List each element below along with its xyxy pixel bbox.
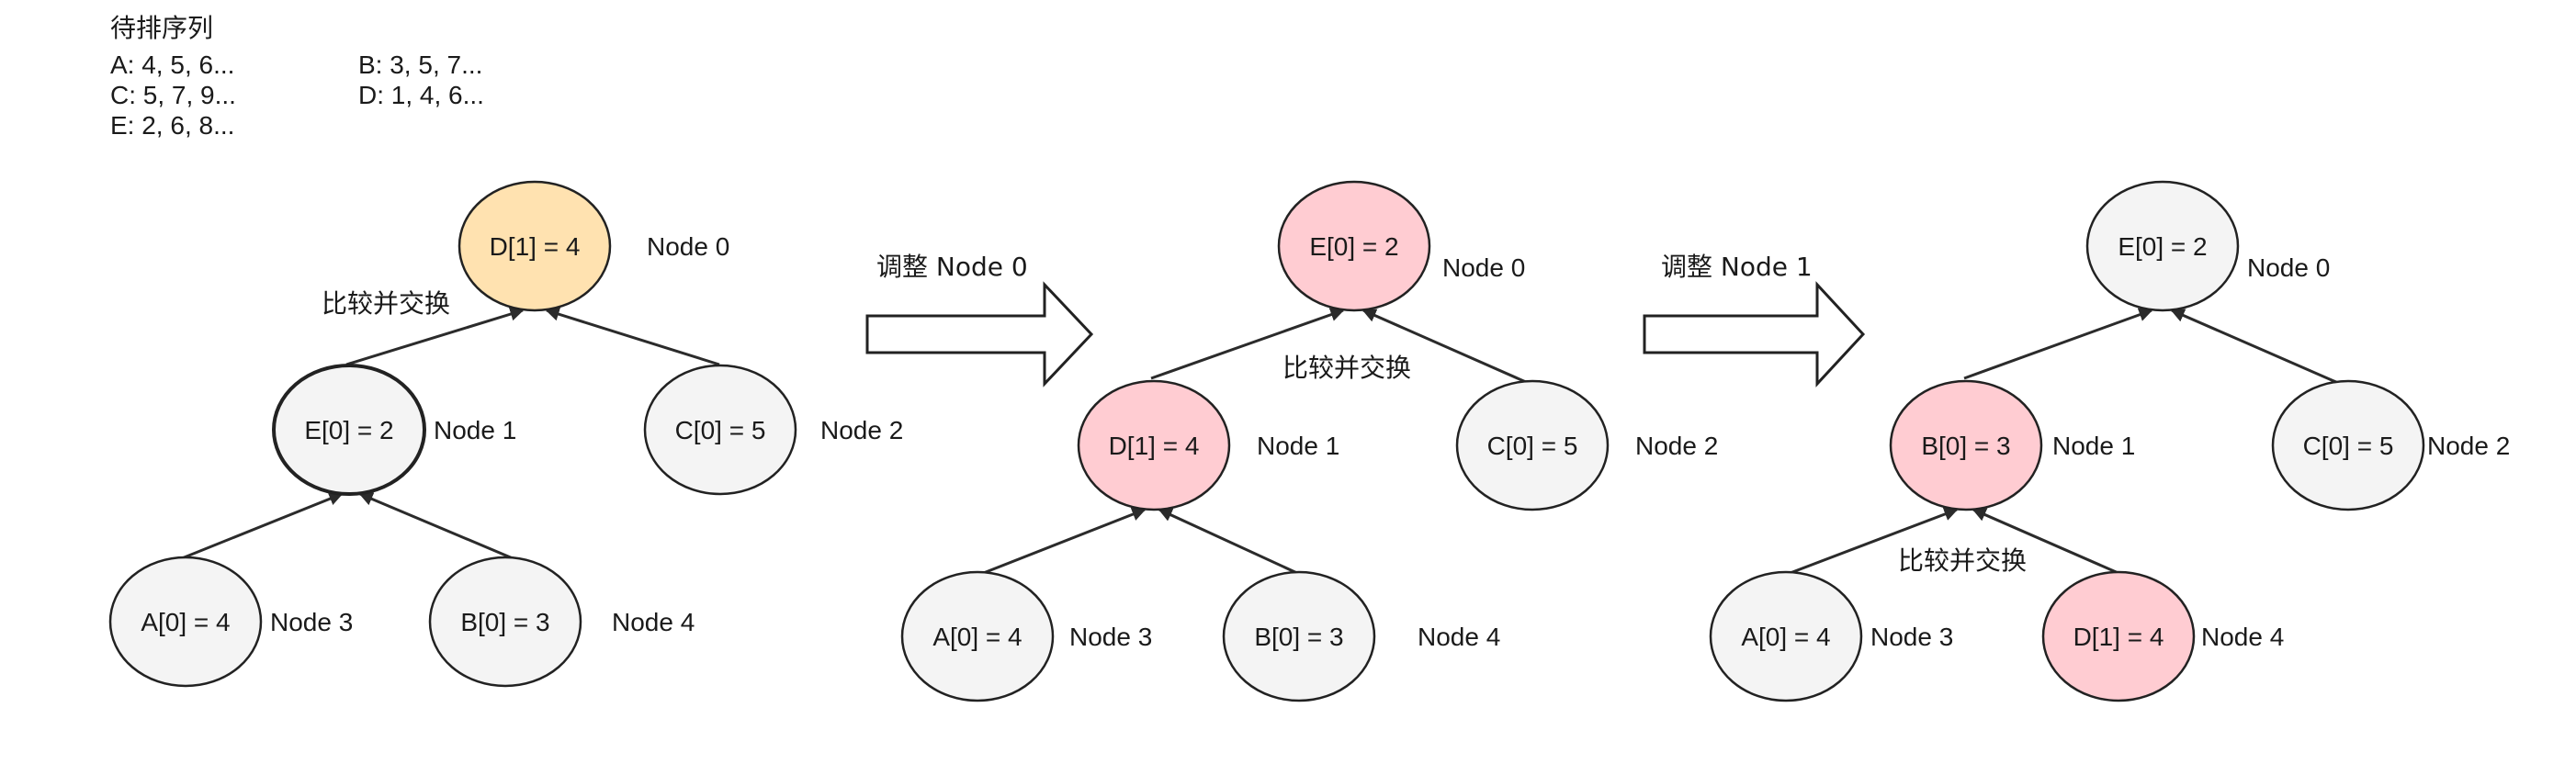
tree2-node-4-label: Node 4 — [1418, 623, 1500, 651]
step-arrow-1: 调整 Node 0 — [865, 252, 1094, 388]
edge-n4-n1 — [1972, 508, 2121, 576]
tree2-node-0-value-text: E[0] = 2 — [1309, 232, 1398, 261]
tree3-node-1-value: B[0] = 3 — [1921, 432, 2010, 460]
tree3-node-2 — [2271, 379, 2425, 511]
edge-n2-n0 — [545, 307, 720, 366]
edge-n3-n1 — [181, 492, 344, 560]
sequence-legend: 待排序列 A: 4, 5, 6... B: 3, 5, 7... C: 5, 7… — [110, 13, 484, 140]
tree3-node-3-label: Node 3 — [1870, 623, 1953, 651]
tree3-node-3-value: A[0] = 4 — [1741, 623, 1830, 651]
edge-n1-n0 — [1150, 308, 1345, 380]
tree2-node-1-label: Node 1 — [1257, 432, 1339, 460]
tree1-annotation: 比较并交换 — [322, 288, 450, 319]
step-2-label: 调整 Node 1 — [1661, 252, 1813, 282]
tree3-node-0-value: E[0] = 2 — [2118, 232, 2207, 261]
heap-tree-2: E[0] = 2 Node 0 D[1] = 4 Node 1 C[0] = 5… — [900, 180, 1718, 702]
heap-tree-1: D[1] = 4 Node 0 E[0] = 2 Node 1 C[0] = 5… — [108, 180, 903, 688]
edge-n1-n0 — [345, 307, 525, 366]
legend-seq-a: A: 4, 5, 6... — [110, 51, 234, 79]
tree1-node-1-label: Node 1 — [434, 416, 516, 444]
tree3-node-0-label: Node 0 — [2247, 253, 2330, 282]
tree1-node-4-value: B[0] = 3 — [460, 608, 549, 636]
tree3-node-0 — [2085, 180, 2240, 312]
tree3-node-1-label: Node 1 — [2052, 432, 2135, 460]
tree3-node-4-value: D[1] = 4 — [2073, 623, 2164, 651]
heap-tree-3: E[0] = 2 Node 0 B[0] = 3 Node 1 C[0] = 5… — [1709, 180, 2510, 702]
tree3-node-3 — [1709, 570, 1863, 702]
right-arrow-icon — [865, 281, 1094, 388]
tree2-node-3-value: A[0] = 4 — [932, 623, 1022, 651]
tree2-node-1 — [1077, 379, 1231, 511]
tree1-node-3-value: A[0] = 4 — [141, 608, 230, 636]
tree3-node-2-label: Node 2 — [2427, 432, 2510, 460]
tree2-annotation: 比较并交换 — [1282, 353, 1411, 383]
edge-n2-n0 — [1361, 309, 1535, 388]
tree1-node-1 — [272, 364, 426, 496]
legend-title: 待排序列 — [110, 13, 213, 43]
tree2-node-2-value: C[0] = 5 — [1487, 432, 1578, 460]
tree2-node-1-value: D[1] = 4 — [1109, 432, 1200, 460]
tree1-node-4-label: Node 4 — [612, 608, 695, 636]
legend-seq-c: C: 5, 7, 9... — [110, 81, 236, 109]
tree3-node-1 — [1889, 379, 2043, 511]
edge-n3-n1 — [1787, 507, 1959, 576]
legend-seq-d: D: 1, 4, 6... — [358, 81, 484, 109]
tree2-node-0 — [1277, 180, 1431, 312]
tree2-node-4-value: B[0] = 3 — [1254, 623, 1343, 651]
tree3-node-4 — [2041, 570, 2196, 702]
edge-n4-n1 — [1158, 508, 1300, 576]
tree1-node-4 — [428, 556, 582, 688]
tree3-node-4-label: Node 4 — [2201, 623, 2284, 651]
tree1-node-3-label: Node 3 — [270, 608, 353, 636]
edge-n1-n0 — [1963, 308, 2153, 380]
tree1-node-2-label: Node 2 — [820, 416, 903, 444]
tree3-annotation: 比较并交换 — [1898, 545, 2027, 576]
tree1-node-0-label: Node 0 — [647, 232, 729, 261]
legend-seq-b: B: 3, 5, 7... — [358, 51, 482, 79]
tree2-node-0-label: Node 0 — [1442, 253, 1525, 282]
right-arrow-icon — [1643, 281, 1866, 388]
tree2-node-3 — [900, 570, 1055, 702]
step-1-label: 调整 Node 0 — [876, 252, 1028, 282]
legend-seq-e: E: 2, 6, 8... — [110, 111, 234, 140]
tree2-node-4 — [1222, 570, 1376, 702]
tree1-node-0 — [458, 180, 612, 312]
tree1-node-3 — [108, 556, 263, 688]
tree1-node-0-value: D[1] = 4 — [490, 232, 581, 261]
tree1-node-2-value: C[0] = 5 — [675, 416, 766, 444]
tree3-node-2-value: C[0] = 5 — [2303, 432, 2394, 460]
edge-n4-n1 — [358, 492, 514, 560]
step-arrow-2: 调整 Node 1 — [1643, 252, 1866, 388]
tree2-node-2-label: Node 2 — [1635, 432, 1718, 460]
edge-n2-n0 — [2170, 309, 2345, 388]
tree2-node-3-label: Node 3 — [1069, 623, 1152, 651]
tree1-node-2 — [643, 364, 797, 496]
tree1-node-1-value: E[0] = 2 — [304, 416, 393, 444]
tree2-node-2 — [1455, 379, 1610, 511]
edge-n3-n1 — [980, 507, 1147, 576]
